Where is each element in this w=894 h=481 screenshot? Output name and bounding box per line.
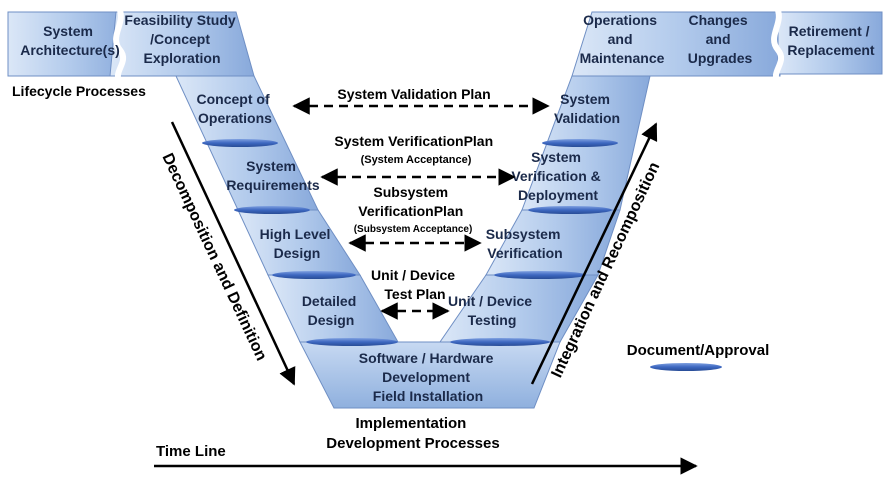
top-right-band — [571, 4, 883, 84]
detailed-design-label: Detailed Design — [302, 293, 360, 328]
operations-label: Operations and Maintenance — [580, 12, 665, 66]
approval-disc — [542, 139, 618, 147]
changes-label: Changes and Upgrades — [688, 12, 753, 66]
approval-disc — [306, 338, 398, 346]
approval-discs — [202, 139, 722, 371]
right-leg — [439, 75, 651, 343]
verification-plan-label: System VerificationPlan (System Acceptan… — [334, 133, 497, 166]
integration-arrow — [530, 122, 658, 385]
unit-plan-label: Unit / Device Test Plan — [371, 267, 459, 302]
approval-disc — [528, 206, 612, 214]
timeline-label: Time Line — [156, 443, 226, 460]
approval-disc — [494, 271, 586, 279]
system-validation-label: System Validation — [554, 91, 620, 126]
break-wave — [771, 4, 785, 84]
retirement-label: Retirement / Replacement — [787, 23, 874, 58]
system-requirements-label: System Requirements — [226, 158, 320, 193]
subsystem-plan-label: Subsystem VerificationPlan (Subsystem Ac… — [354, 184, 473, 235]
plan-arrows — [292, 97, 550, 320]
lifecycle-processes-label: Lifecycle Processes — [12, 83, 146, 99]
implementation-label: Implementation Development Processes — [326, 415, 499, 452]
top-left-band — [7, 4, 255, 84]
subsystem-verification-label: Subsystem Verification — [486, 226, 565, 261]
approval-disc — [234, 206, 310, 214]
unit-testing-label: Unit / Device Testing — [448, 293, 536, 328]
concept-of-operations-label: Concept of Operations — [197, 91, 274, 126]
validation-plan-label: System Validation Plan — [337, 86, 490, 102]
approval-disc — [272, 271, 356, 279]
high-level-design-label: High Level Design — [260, 226, 335, 261]
approval-disc — [202, 139, 278, 147]
legend-disc — [650, 363, 722, 371]
feasibility-label: Feasibility Study /Concept Exploration — [124, 12, 239, 66]
system-architecture-label: System Architecture(s) — [20, 23, 120, 58]
development-label: Software / Hardware Development Field In… — [359, 350, 498, 404]
approval-disc — [450, 338, 550, 346]
legend-document-approval-label: Document/Approval — [627, 342, 770, 359]
decomposition-arrow — [170, 121, 296, 386]
system-verification-label: System Verification & Deployment — [511, 149, 604, 203]
break-wave — [113, 4, 127, 84]
